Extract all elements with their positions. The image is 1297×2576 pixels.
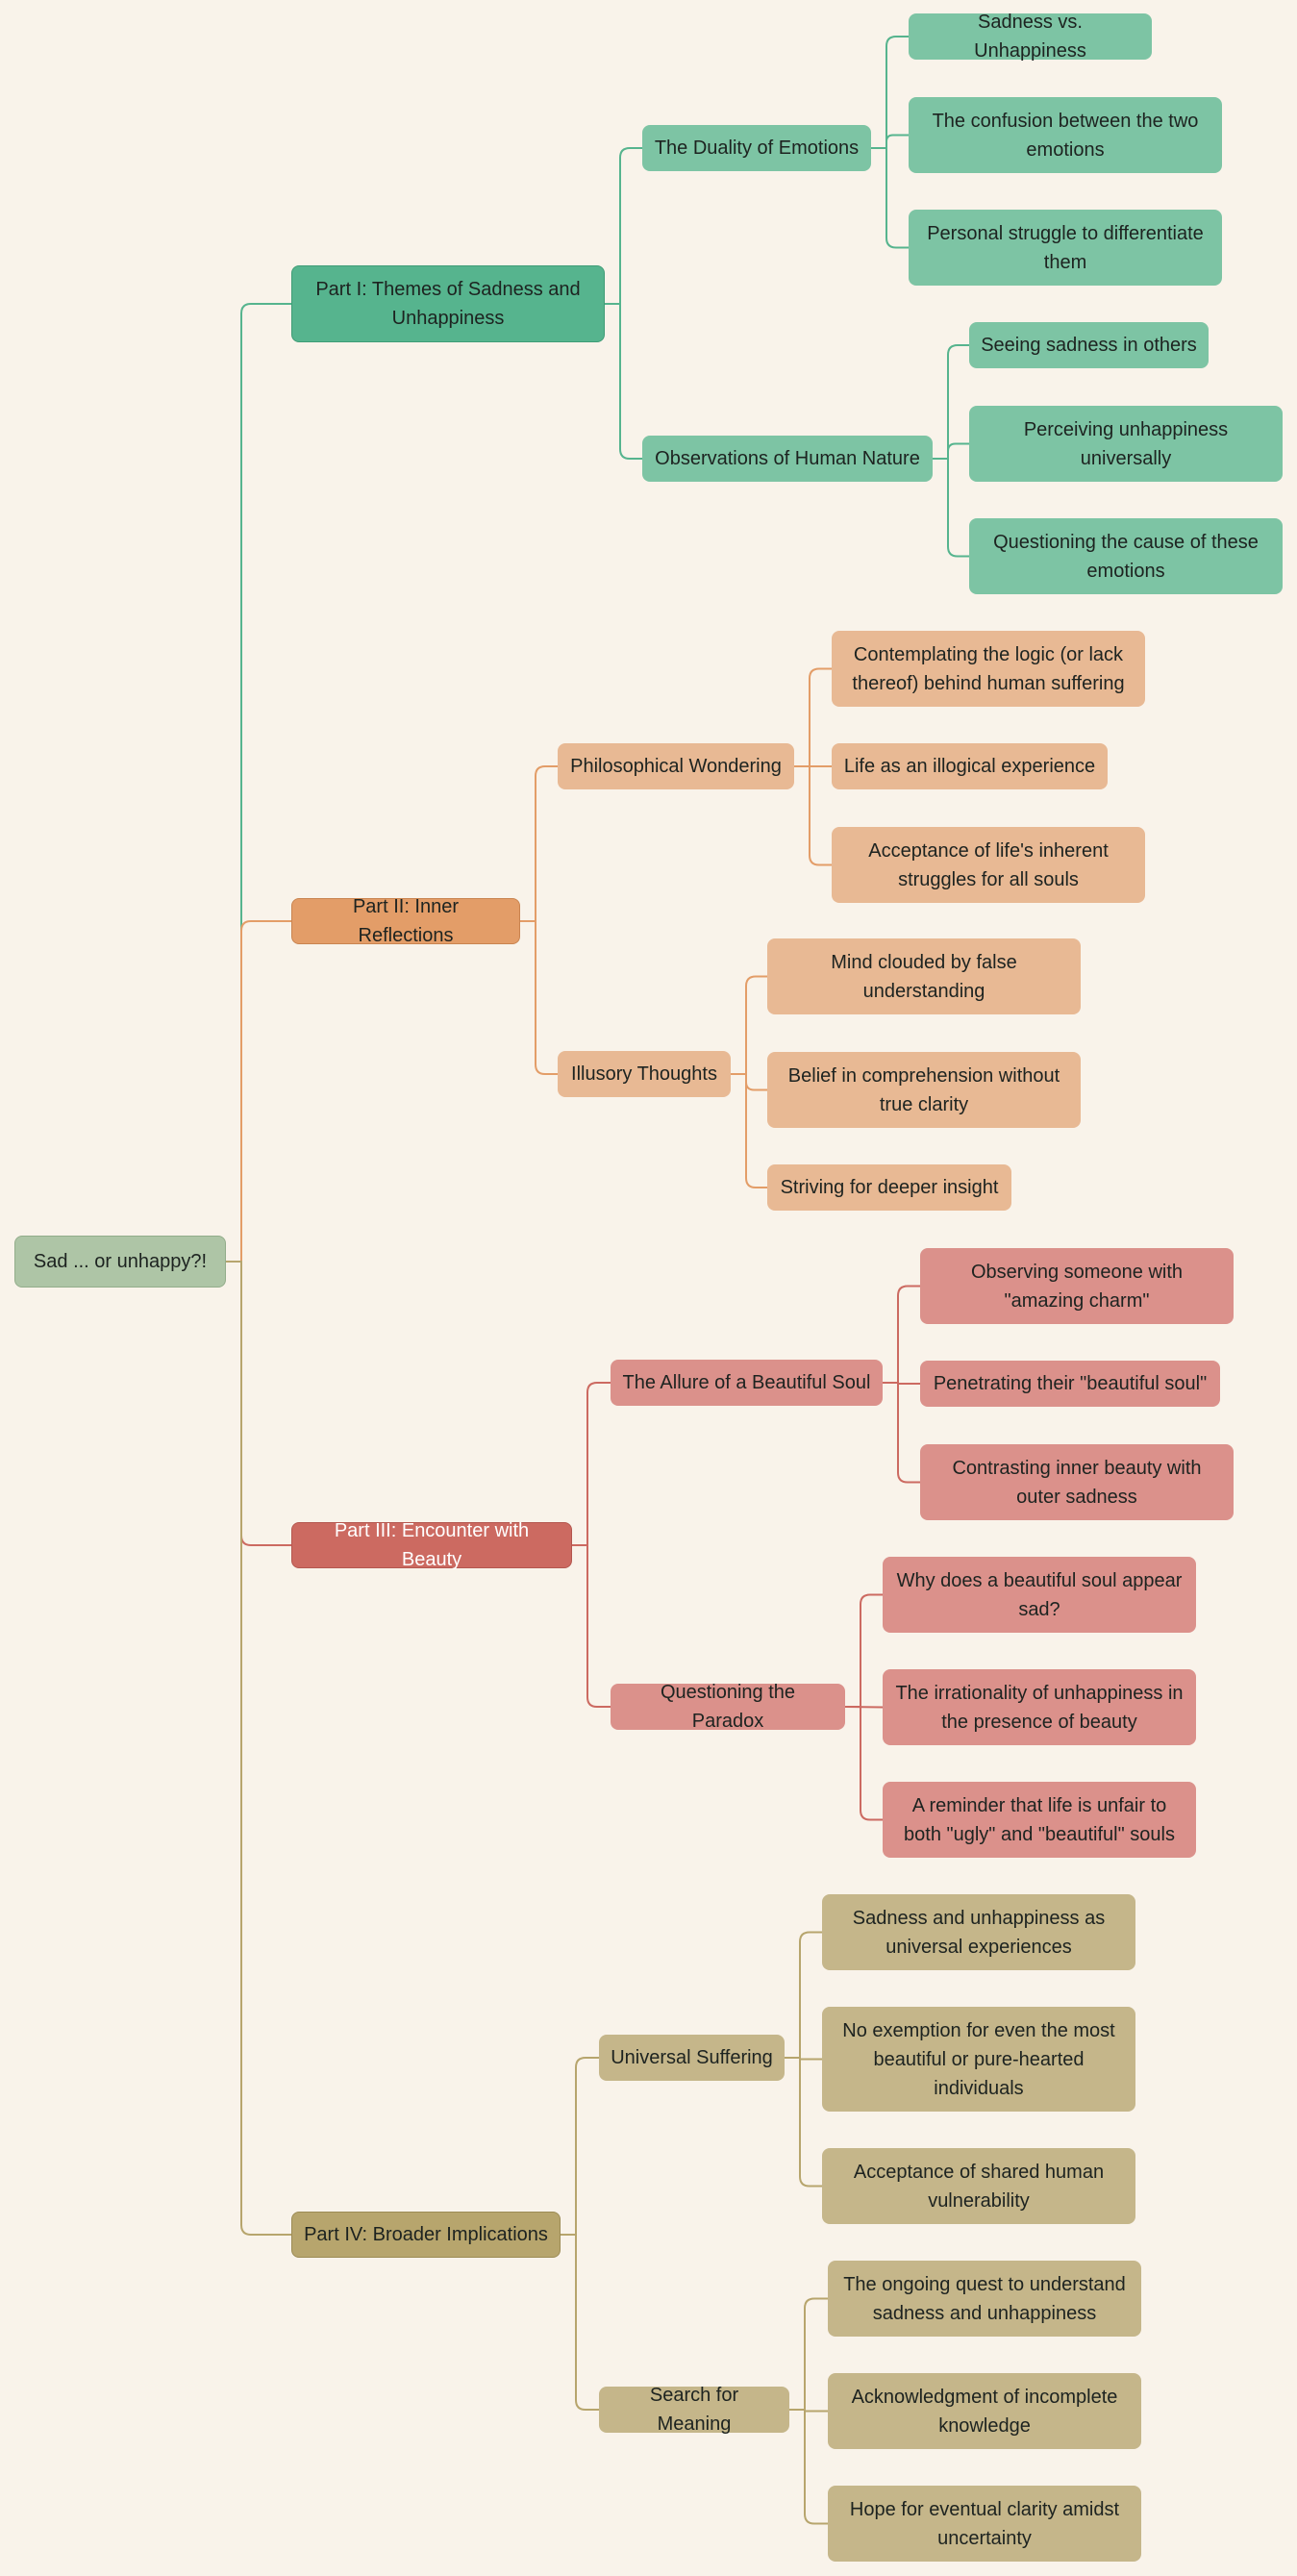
link-topic-4-1-leaf-3 — [785, 2057, 822, 2188]
topic-node-2-2[interactable]: Illusory Thoughts — [558, 1051, 731, 1097]
root-node[interactable]: Sad ... or unhappy?! — [14, 1236, 226, 1288]
link-part-3-topic-2 — [572, 1544, 611, 1708]
leaf-node-3-1-2[interactable]: Penetrating their "beautiful soul" — [920, 1361, 1220, 1407]
link-topic-1-1-leaf-1 — [871, 36, 909, 149]
part-node-4[interactable]: Part IV: Broader Implications — [291, 2212, 561, 2258]
link-topic-3-2-leaf-3 — [845, 1706, 883, 1821]
leaf-node-2-1-2[interactable]: Life as an illogical experience — [832, 743, 1108, 789]
link-part-2-topic-2 — [520, 920, 558, 1075]
link-topic-2-1-leaf-1 — [794, 667, 832, 767]
link-root-part-2 — [226, 920, 291, 1263]
topic-node-1-1[interactable]: The Duality of Emotions — [642, 125, 871, 171]
link-topic-2-1-leaf-3 — [794, 765, 832, 866]
link-topic-3-1-leaf-1 — [883, 1285, 920, 1384]
leaf-node-1-1-3[interactable]: Personal struggle to differentiate them — [909, 210, 1222, 286]
leaf-node-4-1-1[interactable]: Sadness and unhappiness as universal exp… — [822, 1894, 1135, 1970]
link-topic-1-2-leaf-3 — [933, 458, 969, 558]
link-topic-1-2-leaf-1 — [933, 344, 969, 460]
part-node-2[interactable]: Part II: Inner Reflections — [291, 896, 520, 946]
link-topic-1-1-leaf-2 — [871, 134, 909, 149]
leaf-node-3-1-1[interactable]: Observing someone with "amazing charm" — [920, 1248, 1234, 1324]
link-part-1-topic-1 — [605, 147, 642, 305]
leaf-node-1-2-1[interactable]: Seeing sadness in others — [969, 322, 1209, 368]
leaf-node-4-2-2[interactable]: Acknowledgment of incomplete knowledge — [828, 2373, 1141, 2449]
leaf-node-4-2-1[interactable]: The ongoing quest to understand sadness … — [828, 2261, 1141, 2337]
link-topic-2-2-leaf-1 — [731, 975, 767, 1075]
part-node-1[interactable]: Part I: Themes of Sadness and Unhappines… — [291, 265, 605, 342]
leaf-node-2-2-1[interactable]: Mind clouded by false understanding — [767, 938, 1081, 1014]
link-topic-1-1-leaf-3 — [871, 147, 909, 249]
link-root-part-4 — [226, 1261, 291, 2236]
leaf-node-2-2-2[interactable]: Belief in comprehension without true cla… — [767, 1052, 1081, 1128]
link-topic-2-2-leaf-2 — [731, 1073, 767, 1091]
link-part-3-topic-1 — [572, 1382, 611, 1546]
leaf-node-2-1-1[interactable]: Contemplating the logic (or lack thereof… — [832, 631, 1145, 707]
leaf-node-1-2-2[interactable]: Perceiving unhappiness universally — [969, 406, 1283, 482]
topic-node-1-2[interactable]: Observations of Human Nature — [642, 436, 933, 482]
link-topic-2-2-leaf-3 — [731, 1073, 767, 1188]
link-topic-1-2-leaf-2 — [933, 442, 969, 460]
link-topic-4-2-leaf-1 — [789, 2297, 828, 2411]
part-node-3[interactable]: Part III: Encounter with Beauty — [291, 1520, 572, 1570]
leaf-node-3-1-3[interactable]: Contrasting inner beauty with outer sadn… — [920, 1444, 1234, 1520]
leaf-node-2-1-3[interactable]: Acceptance of life's inherent struggles … — [832, 827, 1145, 903]
leaf-node-1-1-2[interactable]: The confusion between the two emotions — [909, 97, 1222, 173]
leaf-node-4-2-3[interactable]: Hope for eventual clarity amidst uncerta… — [828, 2486, 1141, 2562]
link-part-2-topic-1 — [520, 765, 558, 922]
topic-node-3-1[interactable]: The Allure of a Beautiful Soul — [611, 1360, 883, 1406]
topic-node-4-2[interactable]: Search for Meaning — [599, 2385, 789, 2435]
leaf-node-2-2-3[interactable]: Striving for deeper insight — [767, 1164, 1011, 1211]
link-part-1-topic-2 — [605, 303, 642, 460]
link-topic-4-2-leaf-3 — [789, 2409, 828, 2525]
topic-node-4-1[interactable]: Universal Suffering — [599, 2035, 785, 2081]
leaf-node-3-2-2[interactable]: The irrationality of unhappiness in the … — [883, 1669, 1196, 1745]
leaf-node-1-2-3[interactable]: Questioning the cause of these emotions — [969, 518, 1283, 594]
leaf-node-3-2-3[interactable]: A reminder that life is unfair to both "… — [883, 1782, 1196, 1858]
link-part-4-topic-2 — [561, 2234, 599, 2411]
link-topic-3-1-leaf-3 — [883, 1382, 920, 1484]
link-root-part-3 — [226, 1261, 291, 1546]
leaf-node-1-1-1[interactable]: Sadness vs. Unhappiness — [909, 12, 1152, 62]
leaf-node-3-2-1[interactable]: Why does a beautiful soul appear sad? — [883, 1557, 1196, 1633]
link-topic-4-1-leaf-1 — [785, 1931, 822, 2059]
link-root-part-1 — [226, 303, 291, 1263]
link-part-4-topic-1 — [561, 2057, 599, 2236]
link-topic-3-2-leaf-1 — [845, 1593, 883, 1708]
topic-node-2-1[interactable]: Philosophical Wondering — [558, 743, 794, 789]
topic-node-3-2[interactable]: Questioning the Paradox — [611, 1682, 845, 1732]
leaf-node-4-1-3[interactable]: Acceptance of shared human vulnerability — [822, 2148, 1135, 2224]
leaf-node-4-1-2[interactable]: No exemption for even the most beautiful… — [822, 2007, 1135, 2112]
